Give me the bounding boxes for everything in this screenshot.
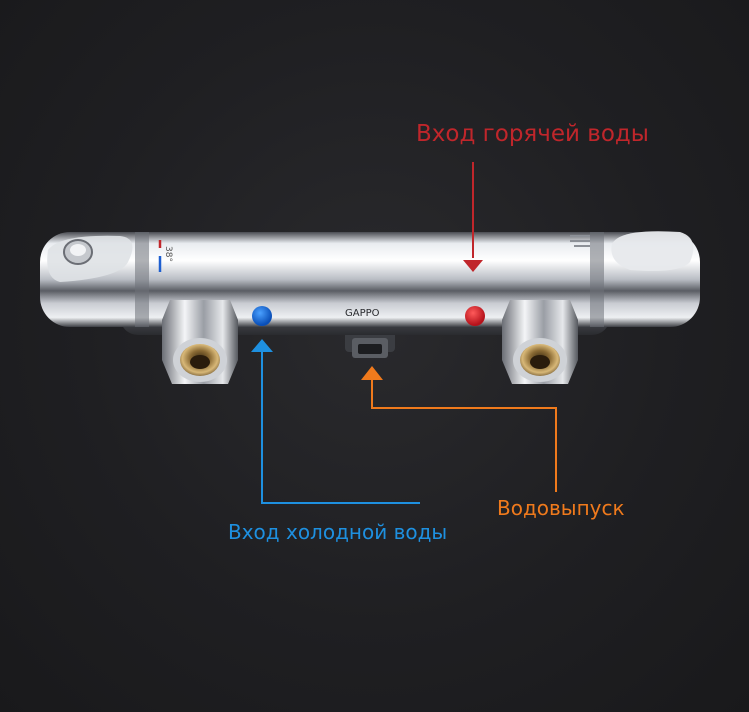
outlet-arrow-icon: [361, 366, 383, 380]
scale-text: 38°: [163, 246, 173, 262]
temperature-scale: 38°: [158, 240, 173, 272]
brand-logo: GAPPO: [345, 308, 380, 319]
cold-inlet-pointer: [251, 339, 420, 504]
cold-inlet-label: Вход холодной воды: [228, 520, 448, 544]
right-inlet-fitting: [502, 300, 578, 384]
left-inlet-fitting: [162, 300, 238, 384]
hot-indicator-dot: [465, 306, 485, 326]
hot-inlet-pointer: [463, 162, 483, 272]
safety-button: [63, 239, 93, 265]
outlet-label: Водовыпуск: [497, 496, 625, 520]
outlet-pointer: [361, 366, 557, 492]
mixer-body: [40, 231, 700, 335]
hot-inlet-label: Вход горячей воды: [416, 121, 649, 147]
hot-arrow-icon: [463, 260, 483, 272]
cold-arrow-icon: [251, 339, 273, 352]
cold-indicator-dot: [252, 306, 272, 326]
